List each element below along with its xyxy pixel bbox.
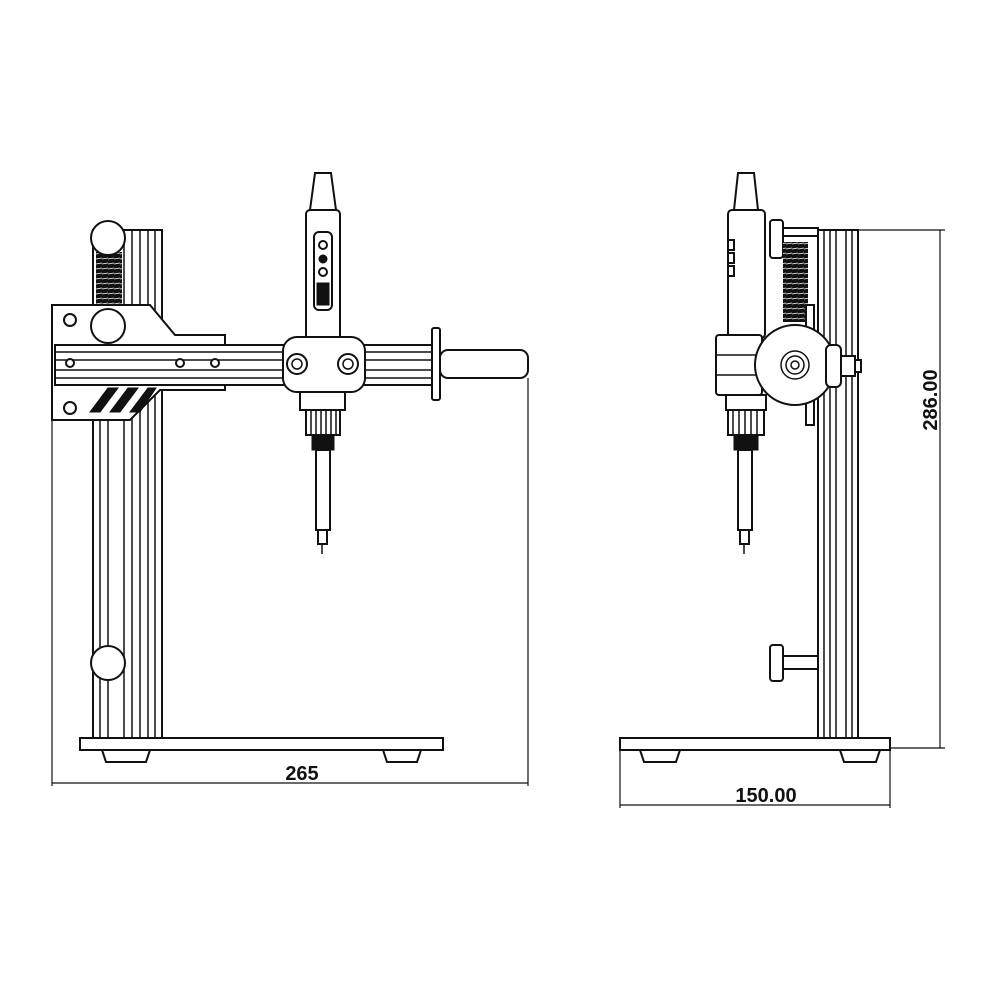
pen-tip-side <box>739 529 750 545</box>
base-plate-side <box>619 737 891 751</box>
spring-front <box>96 252 122 312</box>
base-plate-front <box>79 737 444 751</box>
knob-top-side[interactable] <box>769 219 784 259</box>
horizontal-arm <box>54 344 436 386</box>
pen-button-side[interactable] <box>727 239 735 251</box>
front-view: 265 <box>51 172 529 786</box>
bracket-hole <box>63 401 77 415</box>
pen-nut <box>311 434 335 451</box>
pen-collar-side <box>725 394 767 411</box>
handle-grip[interactable] <box>439 349 529 379</box>
bracket-slots <box>89 387 157 413</box>
adjust-wheel[interactable] <box>754 324 836 406</box>
pen-collar <box>299 391 346 411</box>
pen-display <box>316 282 330 306</box>
pen-button-side[interactable] <box>727 252 735 264</box>
pen-tube <box>315 449 331 531</box>
foot-left <box>638 749 682 763</box>
clamp-screw-right <box>337 353 359 375</box>
pen-button-up[interactable] <box>318 240 328 250</box>
dimension-width: 265 <box>51 378 529 786</box>
dimension-label-depth: 150.00 <box>735 785 796 807</box>
spring-side <box>783 242 808 322</box>
pen-button-down[interactable] <box>318 267 328 277</box>
knob-top[interactable] <box>90 220 126 256</box>
side-view: 286.00 150.00 <box>619 172 945 808</box>
pen-top-cap <box>308 172 338 211</box>
lower-shaft <box>782 655 819 670</box>
knob-lower-side[interactable] <box>769 644 784 682</box>
foot-left <box>100 749 152 763</box>
clamp-screw-left <box>286 353 308 375</box>
pen-button-side[interactable] <box>727 265 735 277</box>
handle-flange <box>431 327 441 401</box>
column-lock-knob[interactable] <box>825 344 842 388</box>
knob-middle[interactable] <box>90 308 126 344</box>
bracket-hole <box>63 313 77 327</box>
soldering-pen-side <box>727 172 766 339</box>
foot-right <box>838 749 882 763</box>
dimension-label-height: 286.00 <box>920 369 942 430</box>
pen-button-power[interactable] <box>318 254 328 264</box>
dimension-height: 286.00 <box>858 229 945 749</box>
pen-tube-side <box>737 449 753 531</box>
dimension-depth: 150.00 <box>619 750 891 808</box>
soldering-pen-front <box>305 172 341 341</box>
top-rod <box>782 227 819 237</box>
foot-right <box>381 749 423 763</box>
knob-bottom[interactable] <box>90 645 126 681</box>
pen-tip <box>317 529 328 545</box>
lock-bolt <box>840 355 856 377</box>
vertical-column-side <box>817 229 859 739</box>
dimension-label-width: 265 <box>285 763 318 785</box>
